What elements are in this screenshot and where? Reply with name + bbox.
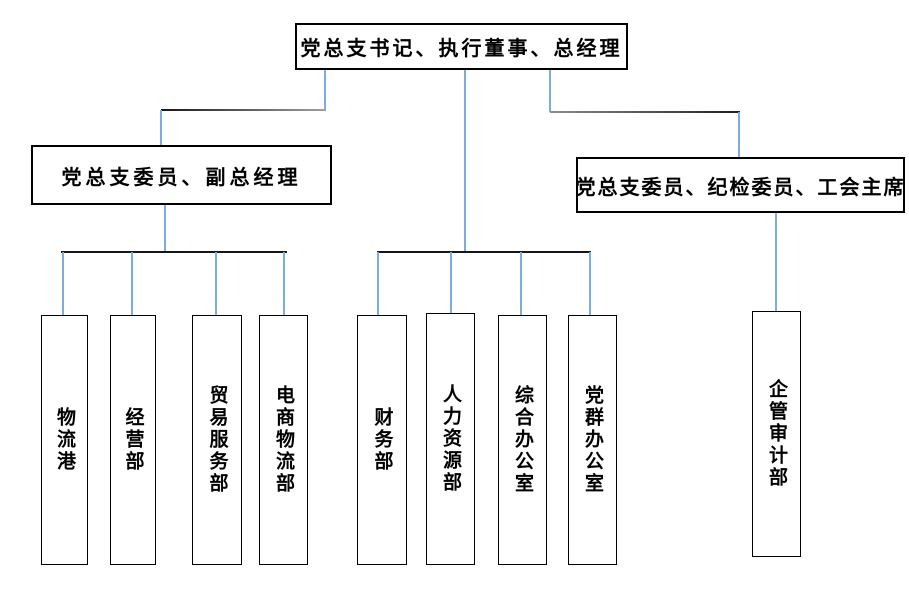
node-dept-enterprise-audit: 企管审计部 — [752, 311, 801, 557]
connector-drop-dept-1 — [62, 252, 64, 315]
node-deputy-label: 党总支委员、副总经理 — [61, 166, 302, 189]
connector-root-left-stub — [324, 70, 326, 110]
dept-label: 企管审计部 — [766, 379, 787, 489]
connector-right-elbow — [550, 111, 740, 113]
node-dept-trade-services: 贸易服务部 — [192, 315, 242, 565]
connector-center-branch — [377, 251, 591, 253]
connector-drop-dept-3 — [215, 252, 217, 315]
dept-label: 财务部 — [371, 407, 393, 473]
node-deputy-general-manager: 党总支委员、副总经理 — [31, 145, 332, 205]
connector-root-right-stub — [549, 70, 551, 112]
dept-label: 物流港 — [54, 407, 75, 473]
connector-drop-dept-8 — [589, 252, 591, 315]
connector-drop-dept-6 — [450, 252, 452, 315]
connector-left-elbow — [161, 109, 326, 111]
node-dept-business: 经营部 — [110, 315, 156, 565]
dept-label: 电商物流部 — [273, 385, 294, 495]
connector-left-elbow-drop — [160, 110, 162, 145]
dept-label: 贸易服务部 — [206, 385, 228, 495]
connector-drop-dept-7 — [520, 252, 522, 315]
dept-label: 党群办公室 — [582, 385, 603, 495]
node-dept-general-office: 综合办公室 — [498, 315, 547, 565]
connector-drop-dept-4 — [283, 252, 285, 315]
node-dept-logistics-port: 物流港 — [41, 315, 88, 565]
connector-right-elbow-drop — [738, 112, 740, 157]
node-root-label: 党总支书记、执行董事、总经理 — [300, 38, 623, 60]
connector-left-branch — [61, 251, 287, 253]
dept-label: 经营部 — [122, 407, 144, 473]
connector-committee-drop — [775, 213, 777, 311]
node-committee-union-chair: 党总支委员、纪检委员、工会主席 — [576, 157, 905, 213]
connector-root-center-drop — [464, 70, 466, 252]
connector-deputy-drop — [164, 205, 166, 252]
node-dept-human-resources: 人力资源部 — [426, 313, 475, 565]
connector-drop-dept-2 — [131, 252, 133, 315]
connector-drop-dept-5 — [377, 252, 379, 315]
node-root: 党总支书记、执行董事、总经理 — [295, 23, 628, 70]
node-committee-label: 党总支委员、纪检委员、工会主席 — [575, 176, 906, 199]
node-dept-party-mass-office: 党群办公室 — [568, 315, 617, 565]
node-dept-finance: 财务部 — [357, 315, 407, 565]
dept-label: 人力资源部 — [440, 384, 461, 494]
dept-label: 综合办公室 — [512, 385, 533, 495]
node-dept-ecommerce-logistics: 电商物流部 — [259, 315, 308, 565]
